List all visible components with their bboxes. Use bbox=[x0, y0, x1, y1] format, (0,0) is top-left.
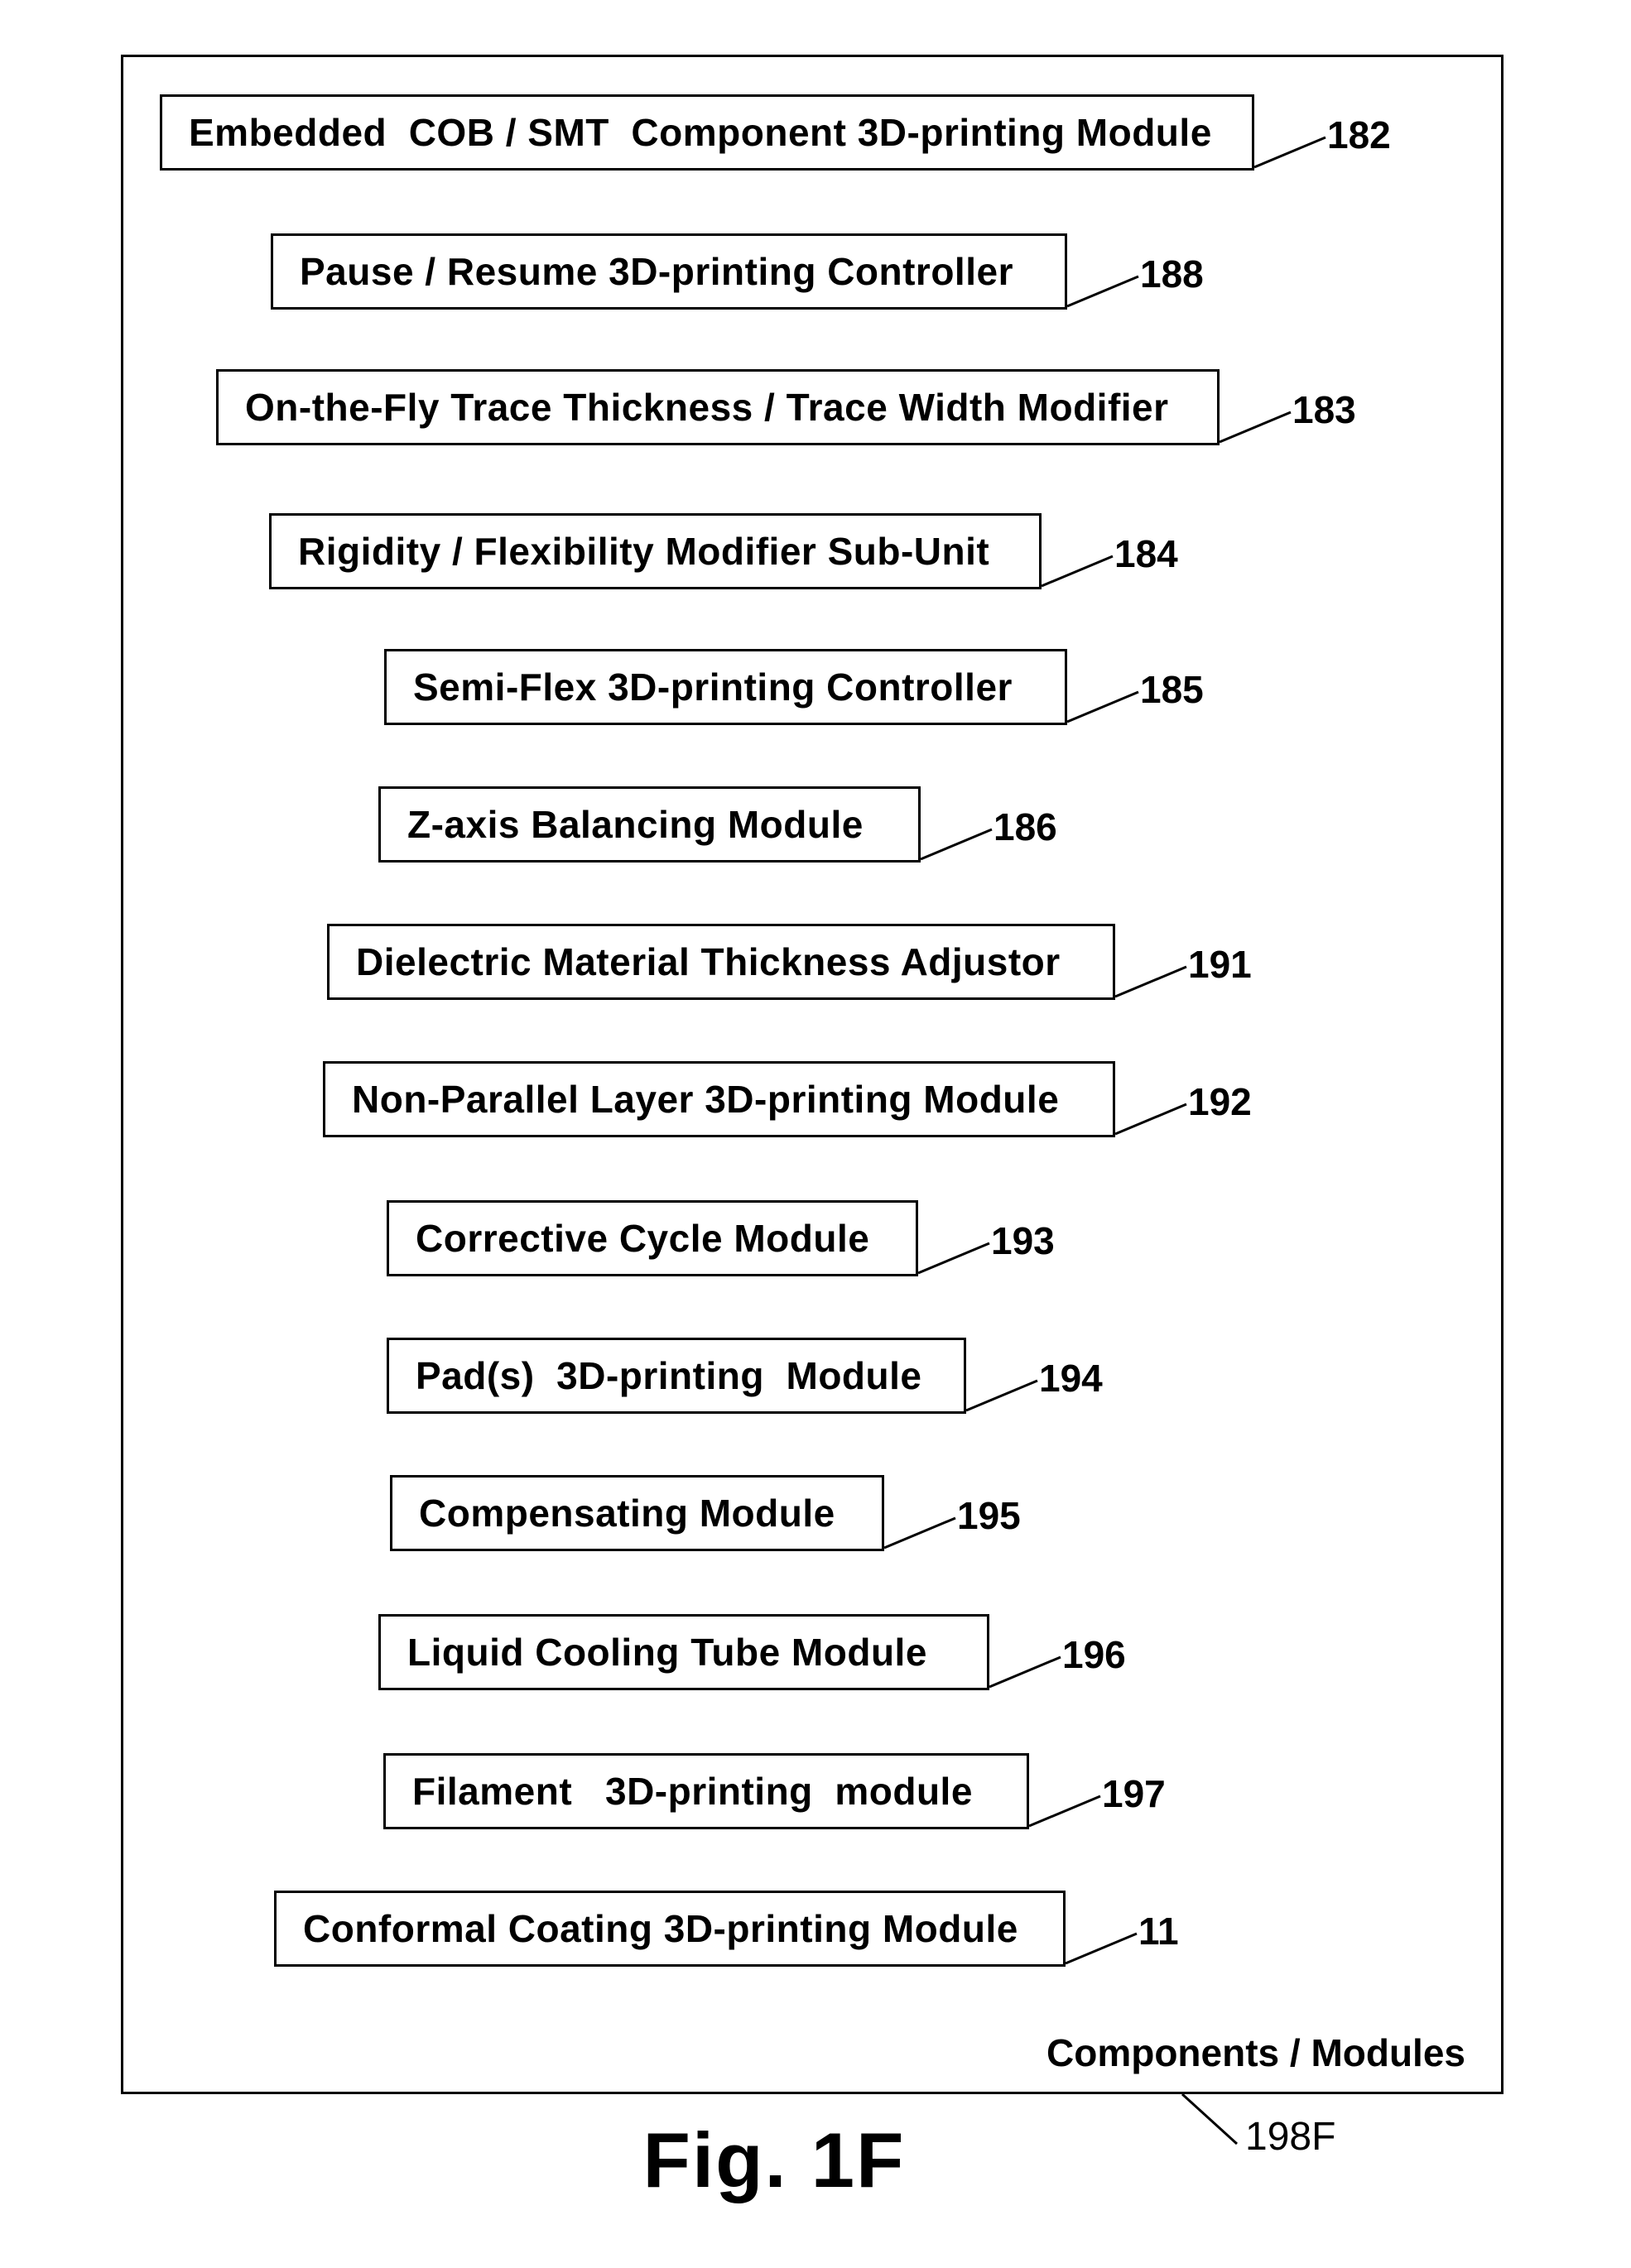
module-box: Z-axis Balancing Module bbox=[378, 786, 921, 863]
figure-title: Fig. 1F bbox=[0, 2116, 1548, 2205]
module-reference-number: 183 bbox=[1292, 391, 1356, 429]
module-box: Corrective Cycle Module bbox=[387, 1200, 918, 1276]
module-reference-number: 193 bbox=[991, 1222, 1055, 1260]
module-reference-number: 196 bbox=[1062, 1636, 1126, 1674]
module-reference-number: 186 bbox=[994, 808, 1057, 846]
module-reference-number: 192 bbox=[1188, 1083, 1252, 1121]
module-box: Pause / Resume 3D-printing Controller bbox=[271, 233, 1067, 310]
module-box: Liquid Cooling Tube Module bbox=[378, 1614, 989, 1690]
module-box: Pad(s) 3D-printing Module bbox=[387, 1338, 966, 1414]
module-box: Conformal Coating 3D-printing Module bbox=[274, 1891, 1066, 1967]
module-reference-number: 197 bbox=[1102, 1775, 1166, 1813]
module-box: Compensating Module bbox=[390, 1475, 884, 1551]
module-reference-number: 191 bbox=[1188, 945, 1252, 983]
module-box: Rigidity / Flexibility Modifier Sub-Unit bbox=[269, 513, 1042, 589]
module-reference-number: 194 bbox=[1039, 1359, 1103, 1397]
module-reference-number: 188 bbox=[1140, 255, 1204, 293]
module-box: Non-Parallel Layer 3D-printing Module bbox=[323, 1061, 1115, 1137]
module-box: On-the-Fly Trace Thickness / Trace Width… bbox=[216, 369, 1220, 445]
module-reference-number: 184 bbox=[1114, 535, 1178, 573]
module-box: Filament 3D-printing module bbox=[383, 1753, 1029, 1829]
module-reference-number: 182 bbox=[1327, 116, 1391, 154]
module-reference-number: 195 bbox=[957, 1497, 1021, 1535]
module-reference-number: 11 bbox=[1138, 1912, 1179, 1950]
module-box: Semi-Flex 3D-printing Controller bbox=[384, 649, 1067, 725]
module-reference-number: 185 bbox=[1140, 670, 1204, 709]
frame-caption: Components / Modules bbox=[1046, 2030, 1465, 2075]
module-box: Dielectric Material Thickness Adjustor bbox=[327, 924, 1115, 1000]
module-box: Embedded COB / SMT Component 3D-printing… bbox=[160, 94, 1254, 171]
